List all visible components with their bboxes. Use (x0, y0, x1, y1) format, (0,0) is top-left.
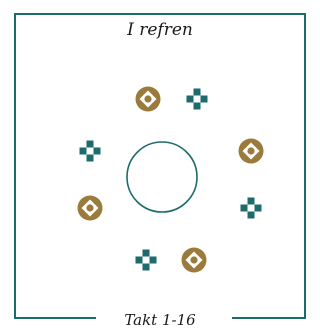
teal-cross-icon (240, 197, 262, 219)
teal-cross-icon (135, 249, 157, 271)
measure-caption: Takt 1-16 (124, 311, 196, 329)
center-circle (126, 141, 198, 213)
gold-compass-icon (77, 195, 103, 221)
stage-frame (14, 13, 306, 319)
teal-cross-icon (186, 88, 208, 110)
gold-compass-icon (238, 138, 264, 164)
teal-cross-icon (79, 140, 101, 162)
gold-compass-icon (135, 86, 161, 112)
dancer-markers (77, 86, 264, 273)
gold-compass-icon (181, 247, 207, 273)
formation-title: I refren (127, 20, 193, 40)
